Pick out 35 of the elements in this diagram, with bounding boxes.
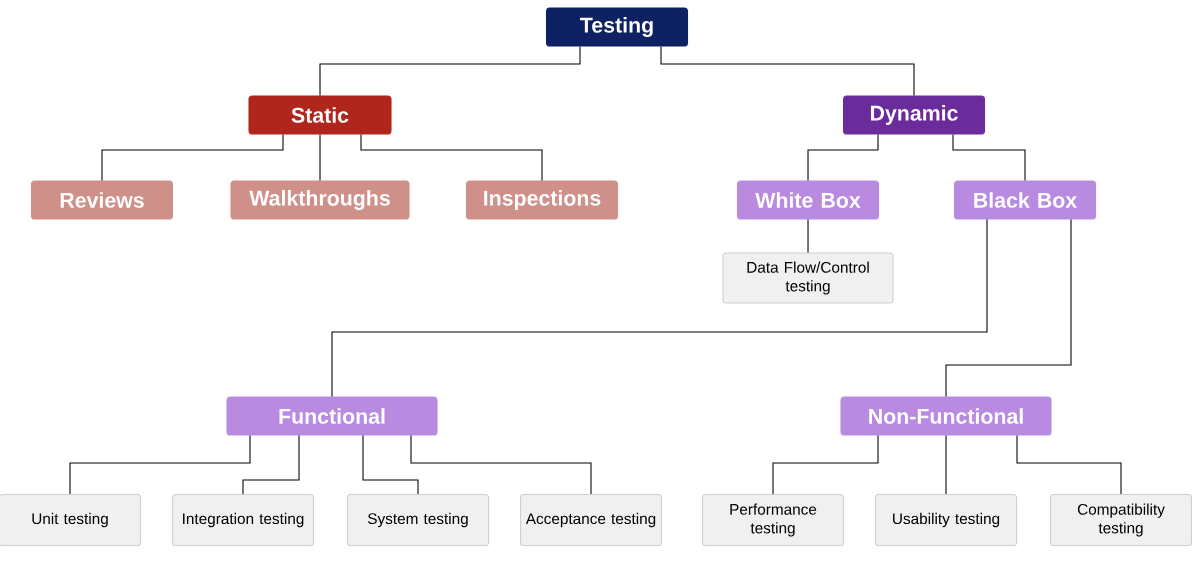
testing-type-box: Unit testing	[0, 493, 142, 547]
connector-line	[660, 46, 915, 96]
category-box: Dynamic	[842, 95, 986, 135]
category-box: Static	[248, 95, 392, 135]
connector-line	[807, 219, 809, 253]
connector-line	[952, 134, 1026, 181]
technique-box: Reviews	[30, 180, 174, 220]
technique-box: Functional	[226, 396, 438, 436]
testing-type-box: System testing	[346, 493, 490, 547]
technique-box: Non-Functional	[840, 396, 1052, 436]
testing-type-box: Acceptance testing	[519, 493, 663, 547]
connector-line	[945, 219, 1072, 397]
connector-line	[362, 435, 419, 495]
testing-type-box: Performance testing	[701, 493, 845, 547]
connector-line	[69, 435, 251, 495]
testing-type-box: Compatibility testing	[1049, 493, 1193, 547]
connector-line	[772, 435, 879, 495]
connector-line	[331, 219, 988, 397]
connector-line	[945, 435, 947, 495]
testing-type-box: Data Flow/Control testing	[722, 252, 894, 304]
connector-line	[807, 134, 879, 181]
technique-box: Walkthroughs	[230, 180, 410, 220]
technique-box: Inspections	[465, 180, 619, 220]
connector-line	[410, 435, 592, 495]
connector-line	[242, 435, 300, 495]
connector-line	[1016, 435, 1122, 495]
technique-box: Black Box	[954, 180, 1097, 220]
connector-line	[319, 46, 581, 96]
technique-box: White Box	[736, 180, 880, 220]
connector-line	[319, 134, 321, 181]
connector-line	[360, 134, 543, 181]
testing-type-box: Integration testing	[171, 493, 315, 547]
testing-type-box: Usability testing	[874, 493, 1018, 547]
root-box: Testing	[545, 7, 689, 47]
connector-line	[101, 134, 284, 181]
